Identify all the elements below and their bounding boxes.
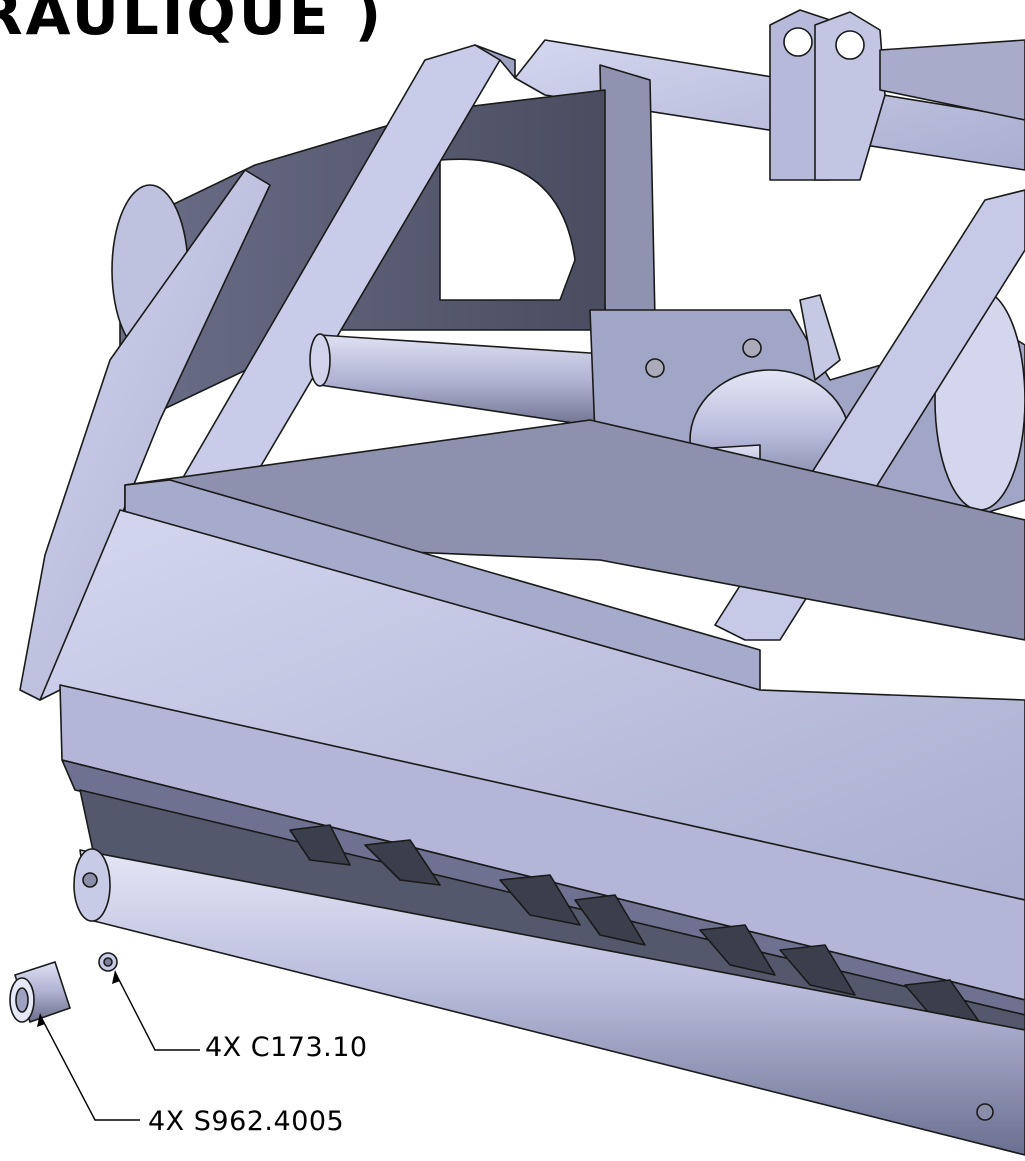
part-callout-s962: 4X S962.4005 bbox=[148, 1106, 345, 1137]
part-callout-c173: 4X C173.10 bbox=[205, 1032, 368, 1063]
flail-blades bbox=[289, 824, 986, 1031]
nut-c173 bbox=[98, 952, 118, 972]
hitch-plates bbox=[769, 9, 1025, 181]
drawing-title: RAULIQUE ) bbox=[0, 0, 385, 48]
side-plate-hole bbox=[439, 158, 576, 301]
arrowhead-s962 bbox=[37, 1013, 45, 1027]
leader-line-c173 bbox=[114, 971, 200, 1051]
bushing-s962 bbox=[9, 960, 72, 1024]
horizontal-pipe bbox=[319, 334, 621, 431]
front-skid-beam bbox=[59, 684, 1025, 1001]
arrowhead-c173 bbox=[112, 970, 120, 984]
central-upright bbox=[599, 64, 656, 321]
leader-line-s962 bbox=[39, 1014, 140, 1121]
